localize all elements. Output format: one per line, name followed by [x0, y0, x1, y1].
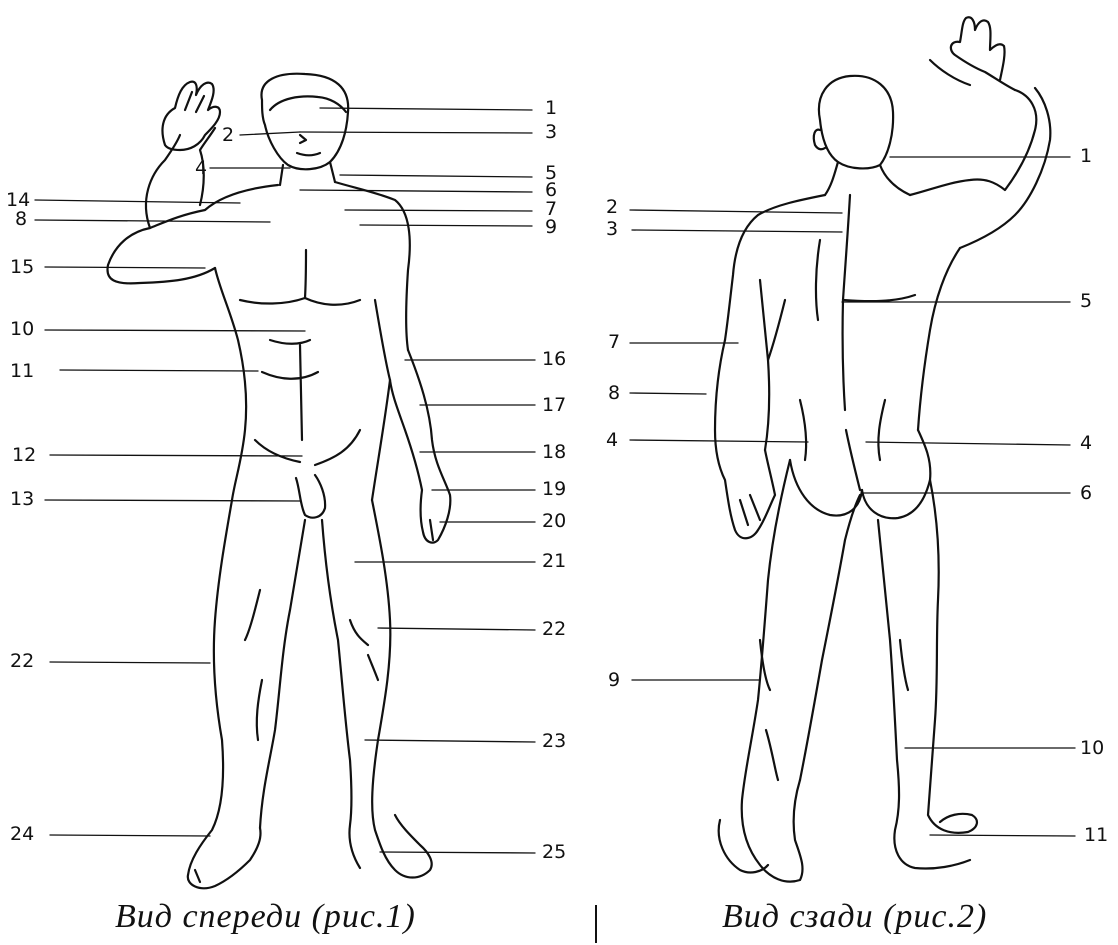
- caption-divider: [595, 905, 597, 943]
- front-label-20: 20: [542, 512, 566, 531]
- front-label-16: 16: [542, 350, 566, 369]
- back-label-9: 9: [608, 671, 620, 690]
- back-label-8: 8: [608, 384, 620, 403]
- front-label-3: 3: [545, 123, 557, 142]
- front-label-17: 17: [542, 396, 566, 415]
- back-label-11: 11: [1084, 826, 1108, 845]
- front-label-4: 4: [195, 159, 207, 178]
- back-label-6: 6: [1080, 484, 1092, 503]
- front-label-1: 1: [545, 99, 557, 118]
- front-figure: [107, 74, 450, 889]
- back-label-4-right: 4: [1080, 434, 1092, 453]
- front-label-18: 18: [542, 443, 566, 462]
- back-label-4-left: 4: [606, 431, 618, 450]
- back-label-3: 3: [606, 220, 618, 239]
- front-leader-lines: [35, 108, 535, 853]
- front-view-caption: Вид спереди (рис.1): [115, 898, 416, 936]
- front-label-14: 14: [6, 191, 30, 210]
- back-label-5: 5: [1080, 292, 1092, 311]
- back-figure: [715, 17, 1050, 881]
- front-label-22-left: 22: [10, 652, 34, 671]
- back-label-10: 10: [1080, 739, 1104, 758]
- front-label-2: 2: [222, 126, 234, 145]
- front-label-10: 10: [10, 320, 34, 339]
- back-label-1: 1: [1080, 147, 1092, 166]
- front-label-19: 19: [542, 480, 566, 499]
- back-view-caption: Вид сзади (рис.2): [722, 898, 987, 936]
- front-label-12: 12: [12, 446, 36, 465]
- front-label-21: 21: [542, 552, 566, 571]
- front-label-24: 24: [10, 825, 34, 844]
- front-label-13: 13: [10, 490, 34, 509]
- back-leader-lines: [630, 157, 1075, 836]
- front-label-15: 15: [10, 258, 34, 277]
- front-label-9: 9: [545, 218, 557, 237]
- front-label-22-right: 22: [542, 620, 566, 639]
- front-label-23: 23: [542, 732, 566, 751]
- front-label-8: 8: [15, 210, 27, 229]
- back-label-7: 7: [608, 333, 620, 352]
- front-label-25: 25: [542, 843, 566, 862]
- front-label-11: 11: [10, 362, 34, 381]
- back-label-2: 2: [606, 198, 618, 217]
